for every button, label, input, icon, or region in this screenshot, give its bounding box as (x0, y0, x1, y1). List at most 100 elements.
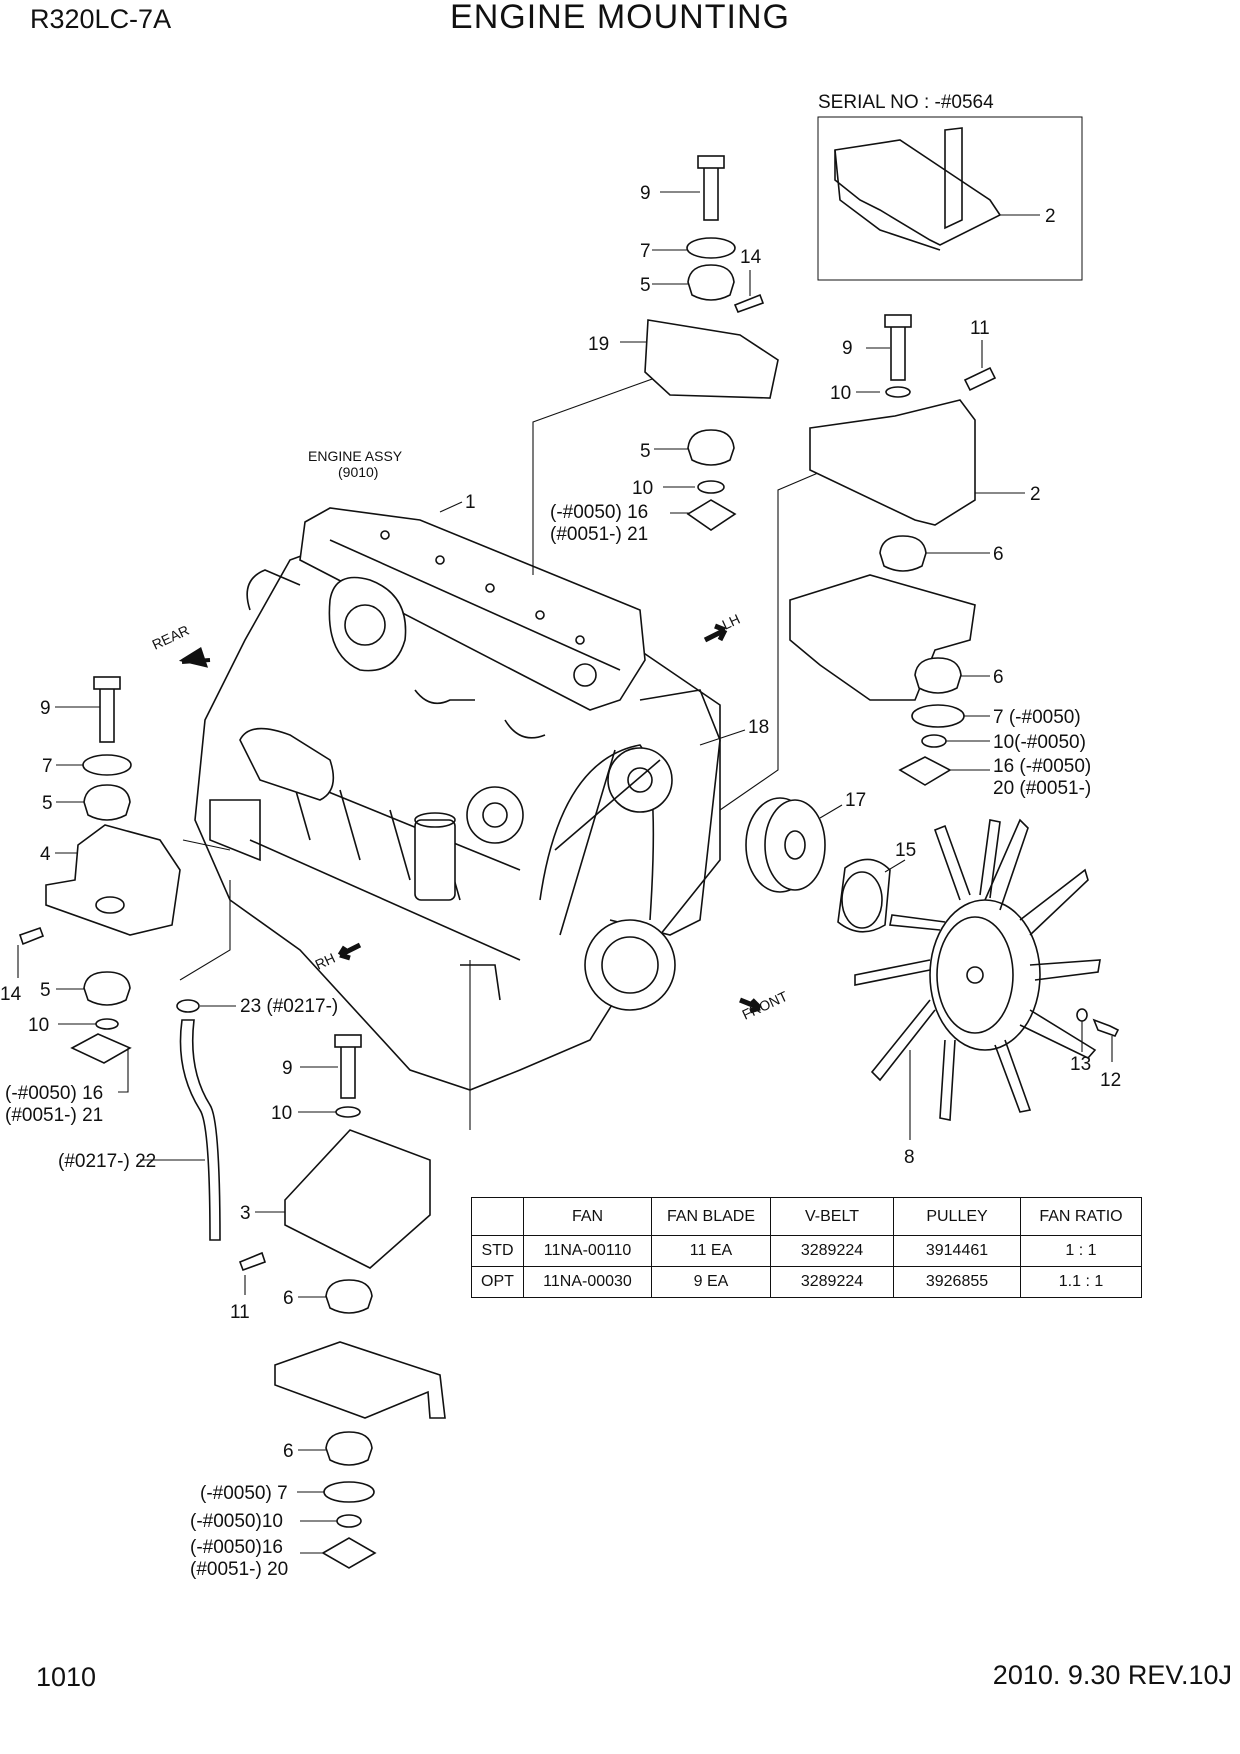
hose-22: 23 (#0217-) (#0217-) 22 (58, 996, 338, 1241)
page-number: 1010 (36, 1662, 97, 1692)
callout-10: 10 (632, 478, 653, 499)
direction-rh: RH (313, 950, 338, 973)
inset-bracket-drawing (834, 127, 1040, 251)
callout-14: 14 (740, 247, 762, 268)
callout-6: 6 (993, 544, 1004, 565)
callout-7: 7 (640, 241, 651, 262)
bracket-4 (45, 824, 181, 936)
clamp-23 (176, 999, 200, 1013)
table-cell: 3289224 (770, 1266, 894, 1298)
callout-9: 9 (40, 698, 51, 719)
callout-2-inset: 2 (1045, 206, 1056, 227)
front-arrow (739, 997, 762, 1014)
callout-21: (#0051-) 21 (5, 1105, 103, 1126)
callout-17: 17 (845, 790, 866, 811)
table-cell: 3926855 (893, 1266, 1021, 1298)
callout-18: 18 (748, 717, 769, 738)
table-row: STD 11NA-00110 11 EA 3289224 3914461 1 :… (471, 1235, 1142, 1267)
table-cell: 1.1 : 1 (1020, 1266, 1142, 1298)
header-cell: FAN BLADE (651, 1197, 771, 1236)
revision-date: 2010. 9.30 REV.10J (992, 1660, 1232, 1690)
table-cell: 3914461 (893, 1235, 1021, 1267)
callout-5: 5 (640, 441, 651, 462)
callout-8: 8 (904, 1147, 915, 1168)
page-title: ENGINE MOUNTING (450, 0, 790, 36)
model-code: R320LC-7A (30, 4, 172, 34)
callout-3: 3 (240, 1203, 251, 1224)
rear-arrow (178, 646, 211, 668)
callout-6: 6 (993, 667, 1004, 688)
fan-drive: 17 15 8 13 12 (745, 790, 1121, 1168)
callout-23: 23 (#0217-) (240, 996, 338, 1017)
callout-16: (-#0050) 16 (550, 502, 648, 523)
engine-assy-label: ENGINE ASSY (308, 448, 403, 464)
starter-motor (239, 727, 335, 801)
engine-assembly-drawing (194, 507, 721, 1091)
callout-20: 20 (#0051-) (993, 778, 1091, 799)
callout-2: 2 (1030, 484, 1041, 505)
callout-10: 10 (28, 1015, 49, 1036)
header-cell: FAN RATIO (1020, 1197, 1142, 1236)
callout-7: (-#0050) 7 (200, 1483, 288, 1504)
table-header-row: FAN FAN BLADE V-BELT PULLEY FAN RATIO (471, 1197, 1142, 1236)
callout-9: 9 (640, 183, 651, 204)
serial-note: SERIAL NO : -#0564 (818, 92, 994, 113)
header-cell: FAN (523, 1197, 652, 1236)
table-cell: 11NA-00030 (523, 1266, 652, 1298)
table-cell: STD (471, 1235, 524, 1267)
header-cell: V-BELT (770, 1197, 894, 1236)
rh-arrow (337, 942, 362, 961)
header-cell (471, 1197, 524, 1236)
callout-5: 5 (42, 793, 53, 814)
callout-15: 15 (895, 840, 916, 861)
callout-5: 5 (40, 980, 51, 1001)
mount-stack-right: 9 10 11 2 6 6 7 (-#0050) 10(-#0050) 16 (… (789, 314, 1091, 799)
mount-stack-top-center: 9 7 5 14 19 5 10 (-#0050) 16 (#0051-) 21 (550, 155, 779, 545)
table-cell: 11 EA (651, 1235, 771, 1267)
callout-11: 11 (970, 318, 990, 339)
callout-7: 7 (-#0050) (993, 707, 1081, 728)
callout-7: 7 (42, 756, 53, 777)
callout-9: 9 (842, 338, 853, 359)
serial-inset: SERIAL NO : -#0564 2 (817, 92, 1083, 281)
crank-pulley (584, 919, 676, 1011)
callout-10: 10 (271, 1103, 292, 1124)
table-cell: 9 EA (651, 1266, 771, 1298)
callout-4: 4 (40, 844, 51, 865)
callout-21: (#0051-) 21 (550, 524, 648, 545)
bracket-bottom-plate (274, 1341, 446, 1419)
header-cell: PULLEY (893, 1197, 1021, 1236)
mount-stack-bottom: 9 10 3 11 6 6 (-#0050) 7 (-#0050)10 (-#0… (190, 1034, 446, 1580)
callout-5: 5 (640, 275, 651, 296)
callout-10: 10(-#0050) (993, 732, 1086, 753)
callout-1: 1 (465, 492, 476, 513)
direction-rear: REAR (150, 622, 192, 653)
fan-spec-table: FAN FAN BLADE V-BELT PULLEY FAN RATIO ST… (471, 1197, 1142, 1298)
lh-arrow (703, 623, 728, 643)
bracket-19 (644, 319, 779, 399)
engine-assy-number: (9010) (338, 464, 378, 480)
callout-10: 10 (830, 383, 851, 404)
table-row: OPT 11NA-00030 9 EA 3289224 3926855 1.1 … (471, 1266, 1142, 1298)
table-cell: 1 : 1 (1020, 1235, 1142, 1267)
callout-13: 13 (1070, 1054, 1091, 1075)
callout-10: (-#0050)10 (190, 1511, 283, 1532)
callout-16: 16 (-#0050) (993, 756, 1091, 777)
callout-11: 11 (230, 1302, 250, 1323)
callout-16: (-#0050)16 (190, 1537, 283, 1558)
bracket-2 (809, 399, 976, 526)
direction-lh: LH (720, 611, 743, 633)
callout-6: 6 (283, 1288, 294, 1309)
callout-19: 19 (588, 334, 609, 355)
bracket-3 (284, 1129, 431, 1269)
callout-14: 14 (0, 984, 22, 1005)
callout-20: (#0051-) 20 (190, 1559, 288, 1580)
turbocharger (328, 576, 407, 672)
callout-9: 9 (282, 1058, 293, 1079)
callout-6: 6 (283, 1441, 294, 1462)
table-cell: OPT (471, 1266, 524, 1298)
callout-16: (-#0050) 16 (5, 1083, 103, 1104)
alternator (466, 786, 524, 844)
callout-22: (#0217-) 22 (58, 1151, 156, 1172)
